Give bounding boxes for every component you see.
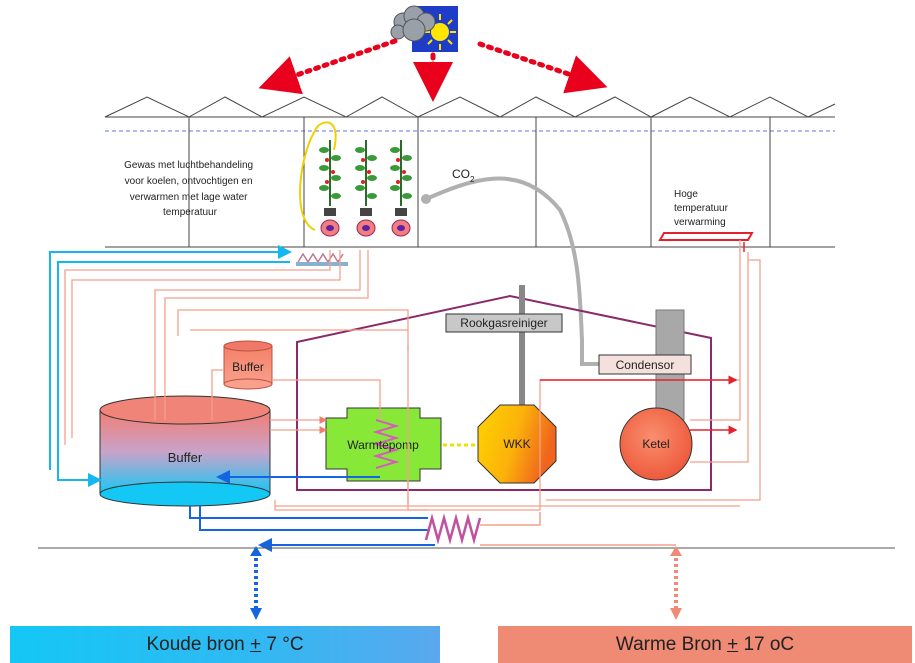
warm-source-bar: Warme Bron + 17 oC bbox=[498, 626, 912, 663]
plant-icon bbox=[319, 140, 341, 237]
blue-water-pipes bbox=[189, 470, 435, 552]
cold-source-arrow bbox=[250, 546, 262, 620]
warm-source-label: Warme Bron + 17 oC bbox=[615, 633, 795, 655]
wkk-label: WKK bbox=[503, 437, 530, 451]
flue-gas-cleaner-box bbox=[445, 313, 563, 333]
warm-source-arrow bbox=[670, 546, 682, 620]
small-buffer-label: Buffer bbox=[232, 360, 264, 374]
heat-pump-coil bbox=[372, 419, 400, 469]
condensor-box bbox=[598, 354, 692, 375]
warm-source-pipe-2 bbox=[480, 512, 541, 526]
wkk-chimney bbox=[519, 285, 525, 405]
air-treatment-hose bbox=[299, 121, 337, 231]
warm-water-pipes bbox=[64, 240, 761, 511]
boiler-label: Ketel bbox=[642, 437, 669, 451]
cold-source-label: Koude bron + 7 °C bbox=[146, 633, 304, 655]
heat-pump-box bbox=[325, 407, 442, 482]
plant-icons bbox=[319, 140, 412, 237]
sunlight-arrows bbox=[258, 38, 608, 102]
condensor-label: Condensor bbox=[616, 358, 675, 372]
high-temp-heating-text: Hoge temperatuur verwarming bbox=[674, 189, 731, 228]
cold-source-bar: Koude bron + 7 °C bbox=[10, 626, 440, 663]
large-buffer-label: Buffer bbox=[168, 450, 203, 465]
energy-building bbox=[296, 294, 712, 491]
ground-heat-exchanger bbox=[424, 513, 482, 545]
weather-icon bbox=[390, 5, 458, 52]
small-buffer-tank bbox=[223, 340, 273, 390]
boiler-unit bbox=[619, 407, 693, 481]
large-buffer-tank bbox=[99, 395, 271, 507]
cold-water-pipes bbox=[49, 245, 292, 487]
greenhouse-walls bbox=[105, 117, 835, 248]
plant-icon bbox=[355, 140, 377, 237]
heat-pump-label: Warmtepomp bbox=[347, 438, 419, 452]
flue-gas-cleaner-label: Rookgasreiniger bbox=[460, 316, 547, 330]
crop-description-text: Gewas met luchtbehandeling voor koelen, … bbox=[124, 160, 256, 218]
wkk-unit bbox=[477, 404, 557, 484]
high-temp-heater bbox=[658, 232, 754, 241]
greenhouse-roof bbox=[104, 96, 836, 118]
plant-icon bbox=[390, 140, 412, 237]
co2-pipe bbox=[425, 176, 600, 366]
air-handler-coil bbox=[297, 252, 344, 264]
co2-label: CO2 bbox=[452, 167, 475, 184]
